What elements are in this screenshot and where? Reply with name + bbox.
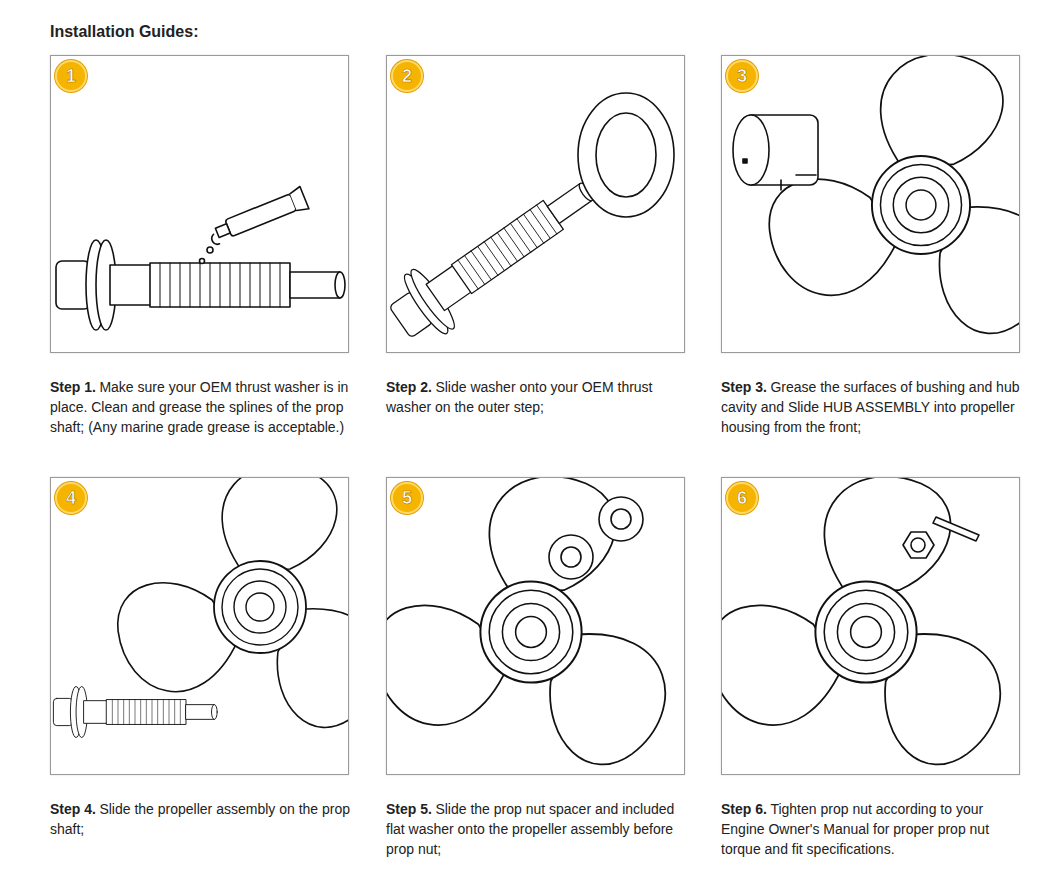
step-panel: Step 6.Tighten prop nut according to you… (721, 477, 1021, 859)
prop-nut-illustration (721, 477, 1020, 775)
panel-frame (721, 477, 1020, 775)
step-panel: Step 4.Slide the propeller assembly on t… (50, 477, 350, 839)
step-badge: 2 (391, 60, 423, 92)
panel-frame (386, 55, 685, 353)
hub-insert-illustration (721, 55, 1020, 353)
step-number: 1 (66, 66, 76, 87)
prop-on-shaft-illustration (50, 477, 349, 775)
step-label: Step 1. (50, 379, 96, 395)
step-number: 3 (737, 66, 747, 87)
step-panel: Step 3.Grease the surfaces of bushing an… (721, 55, 1021, 437)
step-badge: 6 (726, 482, 758, 514)
panel-frame (721, 55, 1020, 353)
step-label: Step 5. (386, 801, 432, 817)
spacer-washer-illustration (386, 477, 685, 775)
step-text: Step 2.Slide washer onto your OEM thrust… (386, 377, 686, 417)
panel-frame (50, 477, 349, 775)
step-label: Step 6. (721, 801, 767, 817)
step-label: Step 2. (386, 379, 432, 395)
step-text: Step 3.Grease the surfaces of bushing an… (721, 377, 1021, 437)
step-label: Step 4. (50, 801, 96, 817)
panel-frame (386, 477, 685, 775)
step-number: 6 (737, 488, 747, 509)
step-panel: Step 1.Make sure your OEM thrust washer … (50, 55, 350, 437)
step-panel: Step 5.Slide the prop nut spacer and inc… (386, 477, 686, 859)
step-text: Step 5.Slide the prop nut spacer and inc… (386, 799, 686, 859)
page-title: Installation Guides: (50, 23, 198, 41)
step-badge: 5 (391, 482, 423, 514)
step-badge: 4 (55, 482, 87, 514)
step-panel: Step 2.Slide washer onto your OEM thrust… (386, 55, 686, 417)
step-text: Step 1.Make sure your OEM thrust washer … (50, 377, 350, 437)
shaft-illustration (50, 55, 349, 353)
panel-frame (50, 55, 349, 353)
step-badge: 1 (55, 60, 87, 92)
step-number: 5 (402, 488, 412, 509)
step-text: Step 6.Tighten prop nut according to you… (721, 799, 1021, 859)
step-label: Step 3. (721, 379, 767, 395)
step-number: 2 (402, 66, 412, 87)
step-text: Step 4.Slide the propeller assembly on t… (50, 799, 350, 839)
step-badge: 3 (726, 60, 758, 92)
washer-illustration (386, 55, 685, 353)
step-number: 4 (66, 488, 76, 509)
